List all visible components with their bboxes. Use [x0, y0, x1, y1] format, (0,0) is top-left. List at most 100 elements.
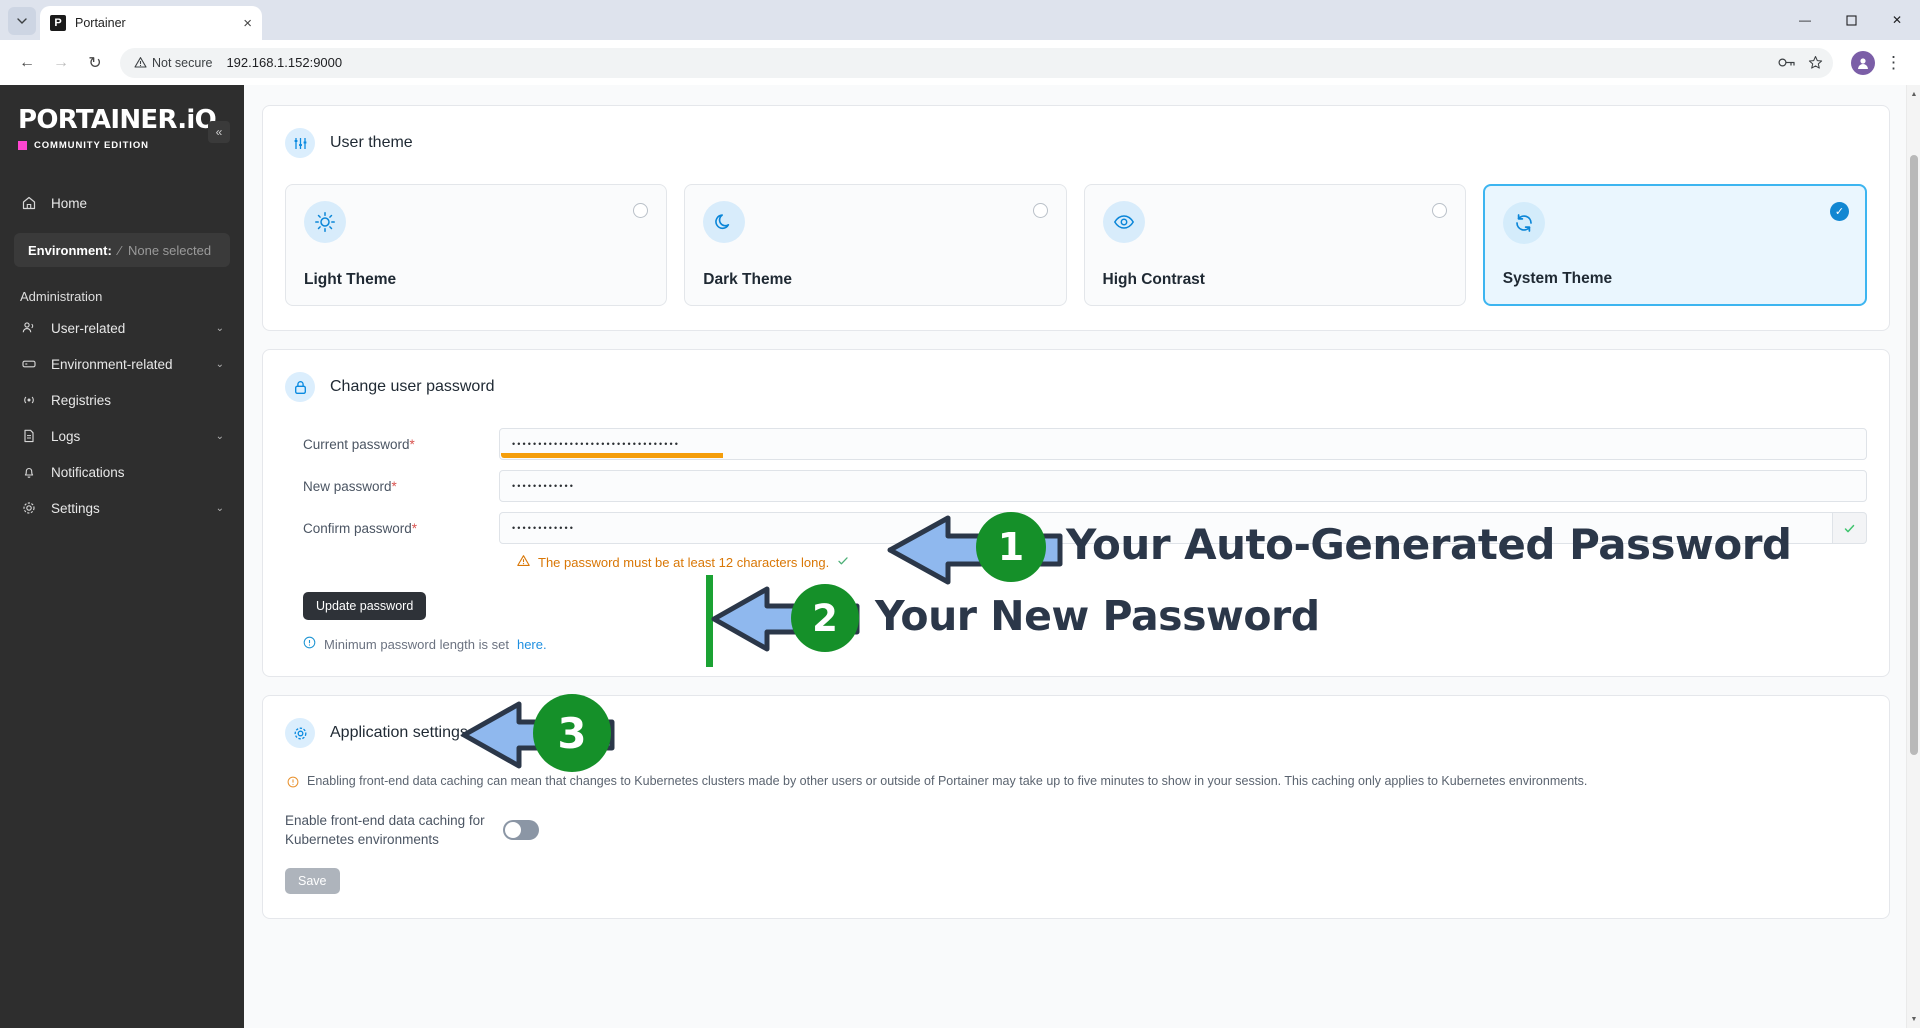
- label-confirm-password: Confirm password*: [285, 521, 499, 536]
- password-validation-message: The password must be at least 12 charact…: [499, 554, 1867, 570]
- reload-button[interactable]: ↻: [88, 54, 102, 72]
- maximize-icon: [1845, 14, 1857, 26]
- current-password-input[interactable]: ••••••••••••••••••••••••••••••••: [499, 428, 1867, 460]
- theme-name-system: System Theme: [1502, 270, 1613, 287]
- sidebar-item-home[interactable]: Home: [0, 185, 244, 221]
- input-wrap-confirm-password: ••••••••••••: [499, 512, 1867, 544]
- password-strength-bar: [501, 453, 723, 458]
- sidebar-item-registries[interactable]: Registries: [0, 382, 244, 418]
- theme-name-light: Light Theme: [304, 271, 397, 288]
- brand-block: PORTAINER.iO COMMUNITY EDITION «: [0, 107, 244, 151]
- scroll-down-arrow-icon[interactable]: ▼: [1910, 1015, 1918, 1023]
- security-label: Not secure: [152, 55, 213, 70]
- application-settings-card: Application settings Enabling front-end …: [262, 695, 1890, 919]
- omnibox-actions: [1778, 48, 1823, 78]
- warning-triangle-icon: [134, 57, 147, 68]
- change-password-header: Change user password: [285, 372, 1867, 402]
- bell-icon: [20, 464, 37, 481]
- confirm-password-value: ••••••••••••: [512, 522, 576, 533]
- sidebar-item-home-label: Home: [51, 195, 88, 211]
- refresh-sync-icon: [1502, 202, 1545, 244]
- theme-card-system[interactable]: ✓ System Theme: [1482, 184, 1867, 306]
- address-bar[interactable]: Not secure 192.168.1.152:9000: [120, 47, 1833, 78]
- browser-toolbar: ← → ↻ Not secure 192.168.1.152:9000: [0, 40, 1920, 85]
- forward-button[interactable]: →: [53, 53, 69, 71]
- chevron-down-icon[interactable]: ⌄: [215, 502, 224, 514]
- browser-menu-button[interactable]: ⋮: [1885, 52, 1902, 72]
- close-icon[interactable]: ×: [243, 14, 252, 32]
- window-controls: — ✕: [1782, 0, 1920, 40]
- gear-icon: [20, 500, 37, 517]
- minimum-password-settings-link[interactable]: here.: [516, 636, 547, 652]
- sidebar-item-notifications[interactable]: Notifications: [0, 454, 244, 490]
- browser-tab-portainer[interactable]: P Portainer ×: [40, 6, 262, 40]
- home-icon: [20, 195, 37, 212]
- minimize-button[interactable]: —: [1799, 13, 1811, 27]
- input-wrap-current-password: ••••••••••••••••••••••••••••••••: [499, 428, 1867, 460]
- user-theme-title: User theme: [330, 134, 413, 151]
- password-key-icon[interactable]: [1778, 56, 1796, 69]
- caching-warning-text: Enabling front-end data caching can mean…: [307, 774, 1588, 788]
- sidebar-item-settings[interactable]: Settings ⌄: [0, 490, 244, 526]
- update-password-button[interactable]: Update password: [303, 592, 427, 620]
- user-theme-header: User theme: [285, 128, 1867, 158]
- environment-label: Environment:: [28, 242, 112, 258]
- sidebar-collapse-button[interactable]: «: [208, 121, 230, 143]
- sidebar-nav: Home Environment: ⁄ None selected Admini…: [0, 185, 244, 526]
- brand-edition-row: COMMUNITY EDITION: [18, 140, 226, 151]
- theme-card-dark[interactable]: Dark Theme: [684, 184, 1067, 306]
- theme-card-grid: Light Theme Dark Theme: [285, 184, 1867, 306]
- chevron-down-icon[interactable]: ⌄: [215, 322, 224, 334]
- moon-icon: [703, 201, 746, 243]
- sidebar-item-user-related[interactable]: User-related ⌄: [0, 310, 244, 346]
- confirm-password-input[interactable]: ••••••••••••: [499, 512, 1833, 544]
- brand-title: PORTAINER.iO: [18, 105, 217, 135]
- sidebar-item-environment-related[interactable]: Environment-related ⌄: [0, 346, 244, 382]
- theme-radio-light[interactable]: [633, 203, 649, 218]
- radio-waves-icon: [20, 392, 37, 409]
- window-close-button[interactable]: ✕: [1891, 13, 1903, 27]
- scroll-up-arrow-icon[interactable]: ▲: [1910, 90, 1918, 98]
- theme-radio-high-contrast[interactable]: [1431, 203, 1447, 218]
- browser-tab-bar: P Portainer × — ✕: [0, 0, 1920, 40]
- caching-warning: Enabling front-end data caching can mean…: [285, 774, 1867, 793]
- theme-card-light[interactable]: Light Theme: [285, 184, 668, 306]
- environment-selector[interactable]: Environment: ⁄ None selected: [14, 233, 230, 267]
- chevron-down-icon[interactable]: ⌄: [215, 430, 224, 442]
- users-icon: [20, 320, 37, 337]
- validation-text: The password must be at least 12 charact…: [538, 554, 830, 570]
- tab-list-button[interactable]: [8, 7, 36, 35]
- file-text-icon: [20, 428, 37, 445]
- back-button[interactable]: ←: [19, 53, 35, 71]
- vertical-scrollbar[interactable]: ▲ ▼: [1906, 85, 1920, 1028]
- sidebar-item-environment-related-label: Environment-related: [51, 356, 173, 372]
- scrollbar-thumb[interactable]: [1910, 155, 1918, 755]
- required-mark: *: [409, 436, 415, 452]
- theme-radio-dark[interactable]: [1032, 203, 1048, 218]
- application-settings-title: Application settings: [330, 724, 468, 741]
- sidebar-item-registries-label: Registries: [51, 392, 112, 408]
- avatar[interactable]: [1851, 50, 1875, 75]
- sidebar-item-logs[interactable]: Logs ⌄: [0, 418, 244, 454]
- info-circle-icon: [303, 636, 316, 652]
- chevron-down-icon[interactable]: ⌄: [215, 358, 224, 370]
- tab-title: Portainer: [75, 16, 126, 30]
- theme-selected-check-icon: ✓: [1830, 202, 1849, 221]
- new-password-input[interactable]: ••••••••••••: [499, 470, 1867, 502]
- form-row-new-password: New password* ••••••••••••: [285, 470, 1867, 502]
- caching-toggle[interactable]: [503, 820, 539, 841]
- maximize-button[interactable]: [1828, 0, 1874, 40]
- minimum-password-note-text: Minimum password length is set: [324, 636, 509, 652]
- save-button[interactable]: Save: [285, 867, 340, 894]
- theme-card-high-contrast[interactable]: High Contrast: [1083, 184, 1466, 306]
- input-wrap-new-password: ••••••••••••: [499, 470, 1867, 502]
- theme-name-high-contrast: High Contrast: [1102, 271, 1205, 288]
- current-password-value: ••••••••••••••••••••••••••••••••: [512, 438, 681, 449]
- required-mark: *: [411, 520, 418, 536]
- security-indicator[interactable]: Not secure: [134, 56, 212, 70]
- environment-separator: ⁄: [118, 242, 121, 258]
- user-theme-card: User theme: [262, 105, 1890, 331]
- bookmark-star-icon[interactable]: [1808, 55, 1823, 70]
- sun-icon: [304, 201, 346, 243]
- favicon-portainer: P: [50, 15, 66, 31]
